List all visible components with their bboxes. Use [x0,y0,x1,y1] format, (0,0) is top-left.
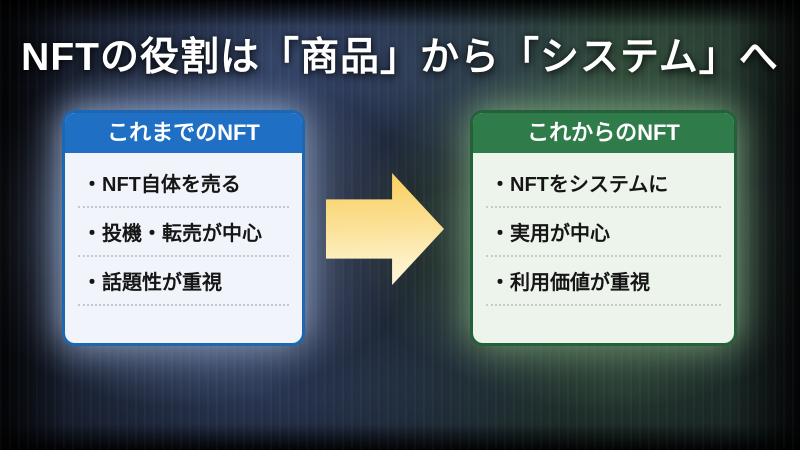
card-after-nft: これからのNFT ・NFTをシステムに ・実用が中心 ・利用価値が重視 [470,110,737,346]
list-item: ・NFT自体を売る [78,159,289,208]
list-item: ・話題性が重視 [78,257,289,306]
card-after-body: ・NFTをシステムに ・実用が中心 ・利用価値が重視 [473,153,734,306]
page-title: NFTの役割は「商品」から「システム」へ [21,36,779,79]
list-item: ・実用が中心 [486,208,721,257]
list-item: ・利用価値が重視 [486,257,721,306]
card-after-header: これからのNFT [473,113,734,153]
list-item: ・NFTをシステムに [486,159,721,208]
card-before-header: これまでのNFT [65,113,302,153]
card-before-nft: これまでのNFT ・NFT自体を売る ・投機・転売が中心 ・話題性が重視 [62,110,305,346]
card-before-body: ・NFT自体を売る ・投機・転売が中心 ・話題性が重視 [65,153,302,306]
list-item: ・投機・転売が中心 [78,208,289,257]
right-arrow-icon [326,173,444,285]
